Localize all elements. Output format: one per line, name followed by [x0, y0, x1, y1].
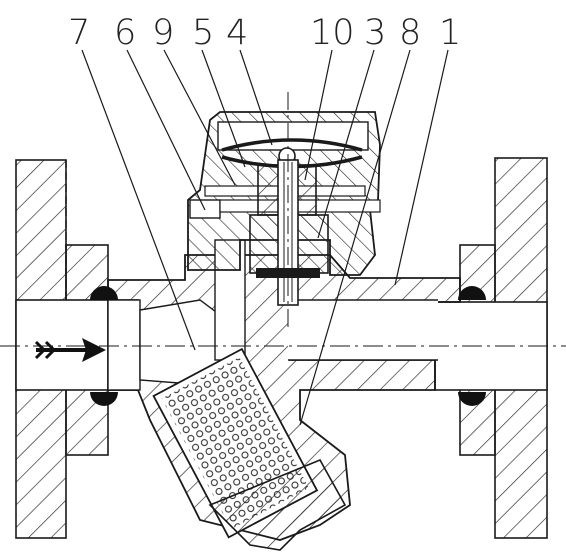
leader-10	[304, 49, 333, 181]
callout-labels: 7 6 9 5 4 10 3 8 1	[68, 13, 461, 53]
leader-lines	[81, 49, 449, 426]
strainer-cap	[208, 458, 347, 551]
callout-5: 5	[192, 13, 214, 53]
callout-3: 3	[364, 13, 386, 53]
callout-6: 6	[114, 13, 136, 53]
leader-1	[394, 49, 449, 286]
callout-8: 8	[399, 13, 421, 53]
leader-9	[163, 49, 236, 186]
gaskets	[90, 286, 486, 406]
leader-6	[126, 49, 206, 211]
flow-direction-arrow-icon	[34, 338, 106, 362]
leader-4	[239, 49, 273, 146]
callout-4: 4	[226, 13, 248, 53]
callout-7: 7	[68, 13, 90, 53]
outlet-flange	[434, 157, 548, 539]
callout-10: 10	[310, 13, 355, 53]
valve-stem-assembly	[249, 92, 329, 330]
leader-3	[317, 49, 375, 239]
leader-7	[81, 49, 196, 351]
callout-1: 1	[439, 13, 461, 53]
callout-9: 9	[152, 13, 174, 53]
leader-5	[201, 49, 246, 168]
leader-8	[299, 49, 411, 426]
